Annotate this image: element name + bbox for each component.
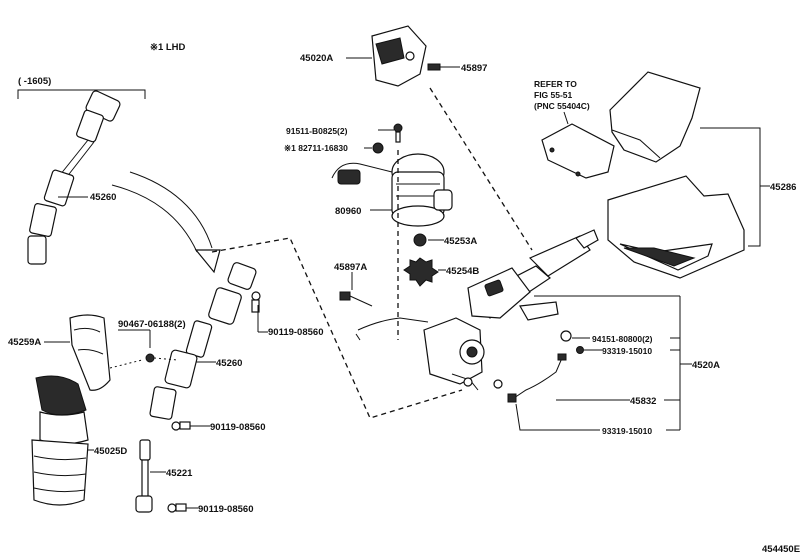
label-94151: 94151-80800(2) [592,334,653,344]
bracket-range: ( -1605) [17,76,146,99]
label-45253a: 45253A [444,236,477,247]
label-80960: 80960 [335,206,361,217]
clip-90467 [118,329,155,363]
label-90119-c: 90119-08560 [198,504,253,515]
bracket-45286 [700,127,761,247]
label-45221: 45221 [166,468,193,479]
harness-45832 [493,353,567,403]
label-93319-b: 93319-15010 [602,426,652,436]
intermediate-shaft-top [27,90,121,265]
boot-cover-45259a [69,314,111,391]
bolt-90119-b [171,421,191,431]
panel-55404c [541,123,615,179]
label-82711: ※1 82711-16830 [284,143,348,153]
leader-93319-b [515,403,600,431]
label-91511: 91511-B0825(2) [286,126,348,136]
label-93319-a: 93319-15010 [602,346,652,356]
bolt-90119-c [167,503,187,513]
bolt-91511 [393,123,403,143]
label-45259a: 45259A [8,337,41,348]
gear-45253a [413,233,427,247]
label-45286: 45286 [770,182,796,193]
bolt-93319-a [576,346,584,354]
label-90119-b: 90119-08560 [210,422,265,433]
boot-45025d [31,375,89,506]
dashed-leader-top [429,87,533,251]
intermediate-shaft-lower [149,262,257,420]
lhd-note: ※1 LHD [150,42,186,53]
connector-82711 [372,142,384,154]
cover-45020a [371,25,427,87]
dashed-outline [211,237,463,419]
refer-line2: FIG 55-51 [534,90,573,100]
figure-id: 454450E [762,544,800,555]
screw-45897 [427,63,441,71]
bolt-45897a [339,291,373,307]
steering-column-4520a [355,229,599,391]
washer-94151 [560,330,572,342]
shaft-45221 [135,439,153,513]
label-45254b: 45254B [446,266,479,277]
refer-line1: REFER TO [534,79,577,89]
label-45025d: 45025D [94,446,127,457]
label-45832: 45832 [630,396,656,407]
label-90467: 90467-06188(2) [118,319,186,330]
label-45260-top: 45260 [90,192,116,203]
bracket-range-text: ( -1605) [18,76,51,87]
label-45260-mid: 45260 [216,358,242,369]
refer-line3: (PNC 55404C) [534,101,590,111]
coupler-45254b [403,257,439,287]
label-90119-a: 90119-08560 [268,327,323,338]
label-45020a: 45020A [300,53,333,64]
lower-cover-45286 [607,175,745,279]
label-45897a: 45897A [334,262,367,273]
bolt-90119-a [251,291,261,313]
label-45897: 45897 [461,63,487,74]
upper-cover-45286 [609,71,701,163]
arrow-icon [111,171,221,274]
motor-80960 [331,153,453,227]
label-4520a: 4520A [692,360,720,371]
